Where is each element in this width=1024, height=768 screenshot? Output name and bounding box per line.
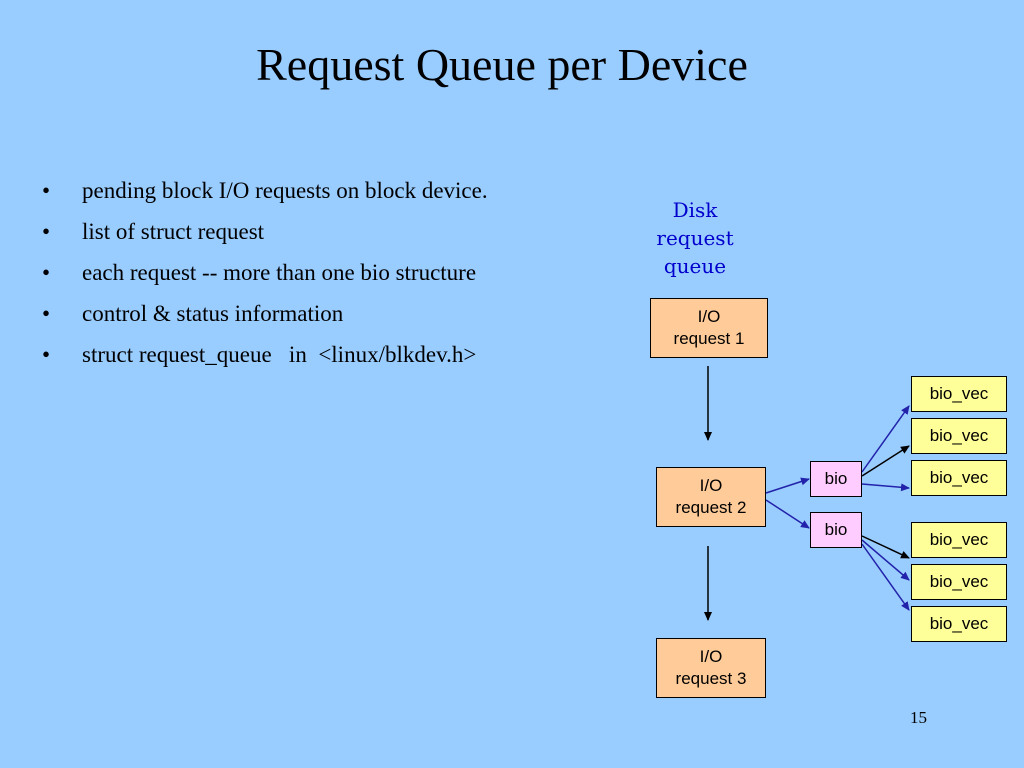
- request-line: request 3: [675, 669, 747, 688]
- queue-label-line: queue: [663, 254, 727, 278]
- bio-box-2: bio: [810, 512, 862, 548]
- arrow-bio2-to-biovec4: [861, 535, 910, 559]
- arrow-request2-to-bio1: [765, 477, 810, 494]
- bullet-item: struct request_queue in <linux/blkdev.h>: [40, 342, 488, 383]
- bio-vec-box-1: bio_vec: [911, 376, 1007, 412]
- bio-vec-box-3: bio_vec: [911, 460, 1007, 496]
- bio-vec-box-6: bio_vec: [911, 606, 1007, 642]
- request-line: request 2: [675, 498, 747, 517]
- arrow-bio2-to-biovec6: [861, 543, 910, 611]
- io-request-1: I/O request 1: [650, 298, 768, 358]
- queue-label-line: Disk: [672, 198, 718, 222]
- disk-request-queue-label: Disk request queue: [636, 196, 754, 280]
- request-line: I/O: [697, 307, 721, 326]
- bullet-item: pending block I/O requests on block devi…: [40, 178, 488, 219]
- queue-label-line: request: [656, 226, 734, 250]
- request-line: I/O: [699, 647, 723, 666]
- arrow-request2-to-bio2: [765, 499, 810, 529]
- io-request-2: I/O request 2: [656, 467, 766, 527]
- arrow-bio2-to-biovec5: [861, 539, 910, 581]
- bio-vec-box-5: bio_vec: [911, 564, 1007, 600]
- bullet-list: pending block I/O requests on block devi…: [40, 178, 488, 383]
- slide-title: Request Queue per Device: [256, 39, 748, 90]
- bullet-item: each request -- more than one bio struct…: [40, 260, 488, 301]
- bio-vec-box-4: bio_vec: [911, 522, 1007, 558]
- request-line: I/O: [699, 476, 723, 495]
- arrow-bio1-to-biovec3: [861, 483, 910, 492]
- bullet-item: list of struct request: [40, 219, 488, 260]
- arrow-bio1-to-biovec1: [861, 405, 910, 473]
- arrow-bio1-to-biovec2: [861, 445, 910, 477]
- bio-box-1: bio: [810, 461, 862, 497]
- bio-vec-box-2: bio_vec: [911, 418, 1007, 454]
- page-number: 15: [910, 708, 927, 727]
- request-line: request 1: [673, 329, 745, 348]
- bullet-item: control & status information: [40, 301, 488, 342]
- io-request-3: I/O request 3: [656, 638, 766, 698]
